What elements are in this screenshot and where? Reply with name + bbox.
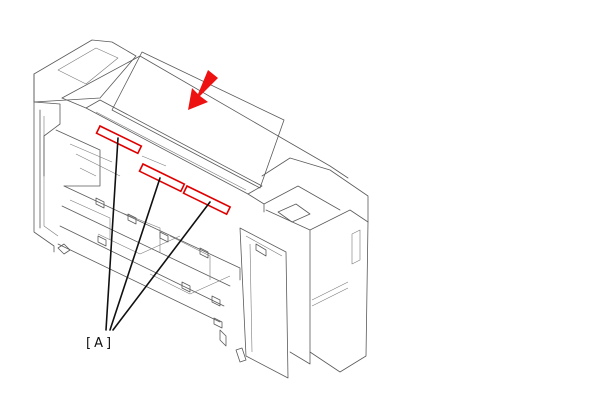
front-door [235,227,289,379]
leader-line-2 [109,177,161,331]
top-panel [61,55,349,213]
highlight-area-1 [95,124,143,155]
callout-leaders [105,137,211,331]
right-housing [261,157,369,373]
callout-label: [A] [86,336,115,351]
leader-line-3 [112,201,211,331]
leader-line-1 [105,137,119,331]
highlight-area-3 [182,184,232,216]
paper-path [43,123,241,347]
left-housing [33,39,137,255]
insertion-arrow [188,70,218,110]
paper-sheet [111,51,285,189]
highlight-area-2 [138,162,186,193]
insertion-arrow-shape [188,70,218,110]
